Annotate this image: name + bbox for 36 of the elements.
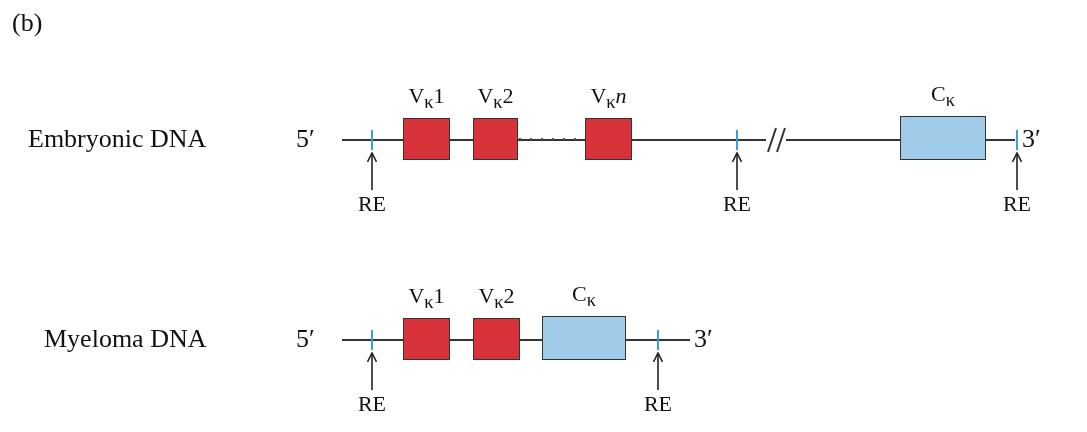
gene-segment-label: V$_{κ}$2 <box>477 84 514 115</box>
arrow <box>731 152 743 191</box>
exon-box <box>542 316 626 360</box>
gene-segment-label: V$_{κ}$1 <box>408 284 445 315</box>
gene-segment-label: C$_{κ}$ <box>931 82 955 113</box>
strand-end-label: 3′ <box>694 324 713 354</box>
arrow <box>1011 152 1023 191</box>
restriction-enzyme-label: RE <box>636 392 680 416</box>
exon-box <box>473 118 518 160</box>
exon-box <box>403 118 450 160</box>
restriction-site-mark <box>736 130 738 150</box>
restriction-site-mark <box>371 130 373 150</box>
restriction-site-mark <box>657 330 659 350</box>
panel-label: (b) <box>12 8 43 38</box>
exon-box <box>473 318 520 360</box>
arrow <box>366 352 378 391</box>
arrow <box>652 352 664 391</box>
arrow <box>366 152 378 191</box>
gene-segment-label: V$_{κ}$1 <box>408 84 445 115</box>
exon-box <box>403 318 450 360</box>
restriction-enzyme-label: RE <box>715 192 759 216</box>
gene-segment-label: V$_{κ}$n <box>590 84 627 115</box>
restriction-enzyme-label: RE <box>995 192 1039 216</box>
gene-segment-label: C$_{κ}$ <box>572 282 596 313</box>
restriction-enzyme-label: RE <box>350 392 394 416</box>
row-label: Myeloma DNA <box>44 324 207 354</box>
gene-segment-label: V$_{κ}$2 <box>478 284 515 315</box>
restriction-site-mark <box>1016 130 1018 150</box>
strand-end-label: 5′ <box>296 124 315 154</box>
row-label: Embryonic DNA <box>28 124 207 154</box>
strand-end-label: 5′ <box>296 324 315 354</box>
restriction-site-mark <box>371 330 373 350</box>
exon-box <box>585 118 632 160</box>
restriction-enzyme-label: RE <box>350 192 394 216</box>
exon-box <box>900 116 986 160</box>
strand-end-label: 3′ <box>1022 124 1041 154</box>
